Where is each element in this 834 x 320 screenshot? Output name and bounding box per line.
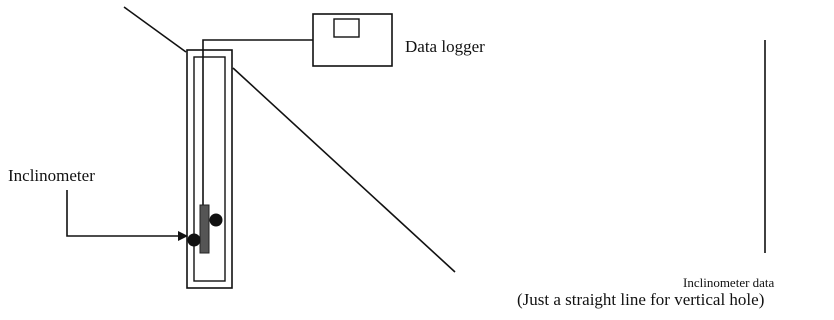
inclinometer-leader-line [66, 190, 180, 237]
slope-line-upper [123, 6, 187, 53]
probe-wheel-right [209, 213, 223, 227]
data-logger-display [333, 18, 360, 38]
logger-cable [202, 39, 313, 205]
data-logger-label: Data logger [405, 37, 485, 56]
inclinometer-probe [199, 204, 210, 254]
inclinometer-data-label: Inclinometer data [683, 275, 775, 290]
inclinometer-arrowhead [178, 231, 188, 241]
inclinometer-label: Inclinometer [8, 166, 95, 185]
probe-wheel-left [187, 233, 201, 247]
borehole-casing-outer [186, 49, 233, 289]
borehole-casing-inner [193, 56, 226, 282]
vertical-hole-note: (Just a straight line for vertical hole) [517, 290, 764, 309]
slope-line-lower [232, 67, 456, 273]
